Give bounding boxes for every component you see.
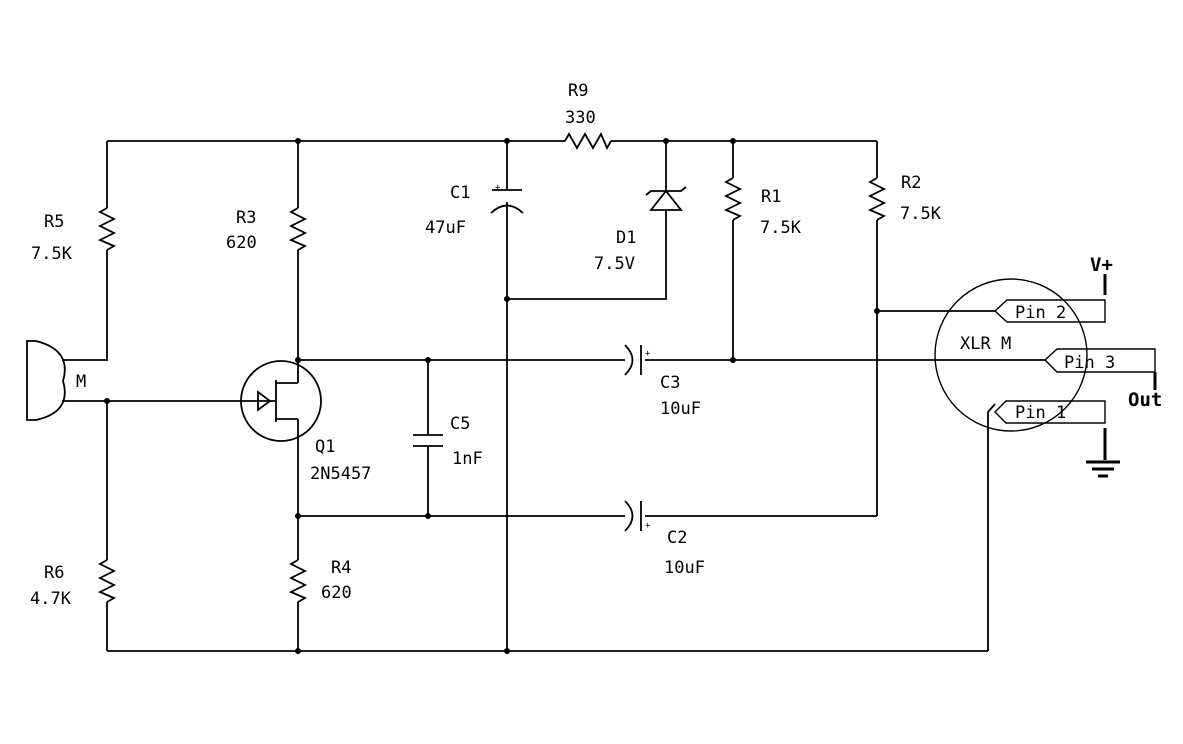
xlr-pin-3: Pin 3 <box>1043 348 1156 373</box>
r5-value: 7.5K <box>31 244 73 264</box>
c2-ref: C2 <box>667 528 687 548</box>
c5-value: 1nF <box>452 449 483 469</box>
pin-1-label: Pin 1 <box>1015 403 1066 423</box>
r5-ref: R5 <box>44 212 64 232</box>
d1-ref: D1 <box>616 228 636 248</box>
c5-ref: C5 <box>450 414 470 434</box>
c3-value: 10uF <box>660 399 701 419</box>
resistor-r1: R1 7.5K <box>723 177 802 238</box>
pin-2-label: Pin 2 <box>1015 303 1066 323</box>
xlr-pin-2: Pin 2 <box>993 299 1106 323</box>
ground-icon <box>1086 428 1120 478</box>
c1-polarity-mark: + <box>495 183 501 193</box>
jfet-q1: Q1 2N5457 <box>240 360 371 484</box>
capacitor-c1: + C1 47uF <box>425 183 524 238</box>
r6-ref: R6 <box>44 563 64 583</box>
junction-dots <box>104 138 880 654</box>
zener-diode-d1: D1 7.5V <box>594 186 687 274</box>
vplus-label: V+ <box>1090 254 1113 276</box>
resistor-r6: R6 4.7K <box>30 559 117 609</box>
q1-ref: Q1 <box>315 437 335 457</box>
r3-value: 620 <box>226 233 257 253</box>
q1-value: 2N5457 <box>310 464 371 484</box>
resistor-r2: R2 7.5K <box>867 173 942 224</box>
c1-value: 47uF <box>425 218 466 238</box>
microphone-icon: M <box>26 340 86 421</box>
resistor-r3: R3 620 <box>226 207 308 253</box>
resistor-r4: R4 620 <box>288 558 352 603</box>
c1-ref: C1 <box>450 183 470 203</box>
r1-value: 7.5K <box>760 218 802 238</box>
xlr-pin-1: Pin 1 <box>994 400 1106 424</box>
xlr-connector: XLR M Pin 2 Pin 3 Pin 1 V+ Out <box>934 254 1162 478</box>
capacitor-c3: + C3 10uF <box>624 344 701 419</box>
resistor-r5: R5 7.5K <box>31 207 117 264</box>
r9-ref: R9 <box>568 81 588 101</box>
out-label: Out <box>1128 389 1162 411</box>
c3-polarity-mark: + <box>645 349 651 359</box>
pin-3-label: Pin 3 <box>1064 353 1115 373</box>
r3-ref: R3 <box>236 208 256 228</box>
r9-value: 330 <box>565 108 596 128</box>
wires <box>62 140 1045 652</box>
r4-value: 620 <box>321 583 352 603</box>
mic-ref: M <box>76 372 86 392</box>
capacitor-c5: C5 1nF <box>413 414 483 469</box>
r2-ref: R2 <box>901 173 921 193</box>
c2-value: 10uF <box>664 558 705 578</box>
xlr-label: XLR M <box>960 334 1011 354</box>
c2-polarity-mark: + <box>645 521 651 531</box>
capacitor-c2: + C2 10uF <box>624 500 705 578</box>
r1-ref: R1 <box>761 187 781 207</box>
d1-value: 7.5V <box>594 254 635 274</box>
resistor-r9: R9 330 <box>564 81 612 151</box>
r2-value: 7.5K <box>900 204 942 224</box>
r6-value: 4.7K <box>30 589 72 609</box>
c3-ref: C3 <box>660 373 680 393</box>
r4-ref: R4 <box>331 558 351 578</box>
